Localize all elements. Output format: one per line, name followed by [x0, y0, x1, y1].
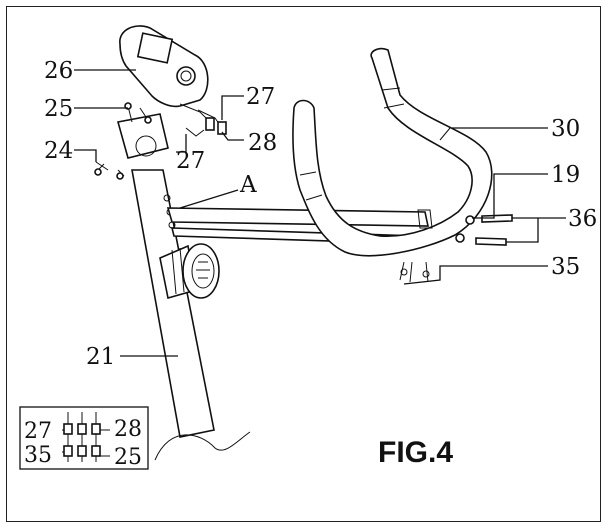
legend-35: 35: [24, 443, 52, 468]
leader-lines: [74, 69, 566, 357]
tension-knob: [159, 243, 220, 300]
legend-25: 25: [114, 445, 142, 470]
callout-30: 30: [551, 116, 580, 142]
callout-27-bottom: 27: [176, 148, 205, 174]
callout-labels: 26 25 24 27 28 27 A 30 19 36 35 21: [44, 58, 597, 370]
callout-24: 24: [44, 138, 73, 164]
connector-legend: 27 28 35 25: [19, 406, 149, 470]
console-bracket: [94, 102, 169, 180]
console-computer: [119, 25, 223, 129]
callout-26: 26: [44, 58, 73, 84]
diagram-frame: [6, 6, 601, 522]
callout-36: 36: [568, 206, 597, 232]
callout-19: 19: [551, 162, 580, 188]
callout-25: 25: [44, 96, 73, 122]
callout-A: A: [239, 172, 257, 198]
figure-title: FIG.4: [378, 436, 453, 469]
callout-35: 35: [551, 254, 580, 280]
upright-tube: [131, 169, 251, 461]
cable-connectors: [185, 117, 227, 137]
legend-28: 28: [114, 417, 142, 442]
callout-21: 21: [86, 344, 115, 370]
handlebar: [292, 47, 493, 257]
callout-27-top: 27: [246, 84, 275, 110]
legend-27: 27: [24, 419, 52, 444]
callout-28: 28: [248, 130, 277, 156]
